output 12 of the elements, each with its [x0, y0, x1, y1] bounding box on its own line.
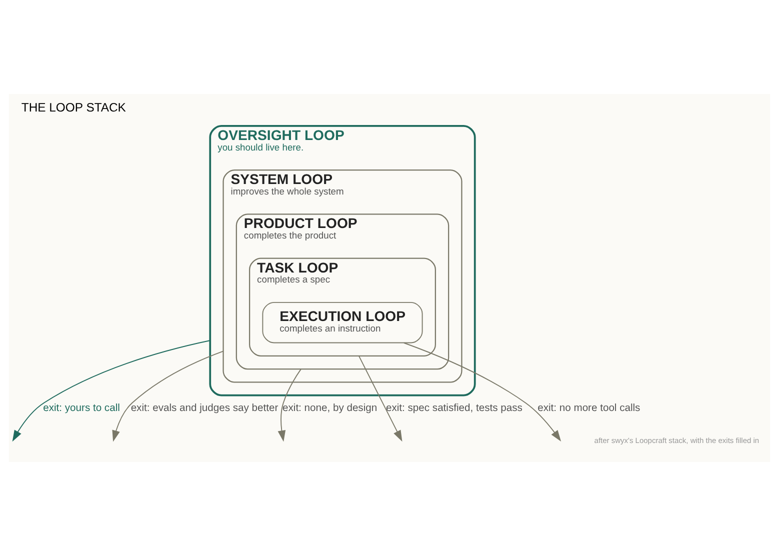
edge-label: exit: evals and judges say better	[130, 403, 278, 414]
edge-label: exit: spec satisfied, tests pass	[386, 403, 522, 414]
caption: after swyx's Loopcraft stack, with the exits filled in	[594, 436, 760, 446]
arrow	[358, 355, 402, 442]
edge-label: exit: none, by design	[282, 403, 378, 414]
arrow	[278, 368, 302, 442]
edge-label: exit: yours to call	[43, 403, 120, 414]
diagram-title: THE LOOP STACK	[21, 100, 126, 114]
arrow	[12, 340, 211, 442]
arrow	[112, 350, 224, 442]
node-box: EXECUTION LOOP completes an instruction	[262, 302, 423, 344]
edge-label: exit: no more tool calls	[538, 403, 640, 414]
